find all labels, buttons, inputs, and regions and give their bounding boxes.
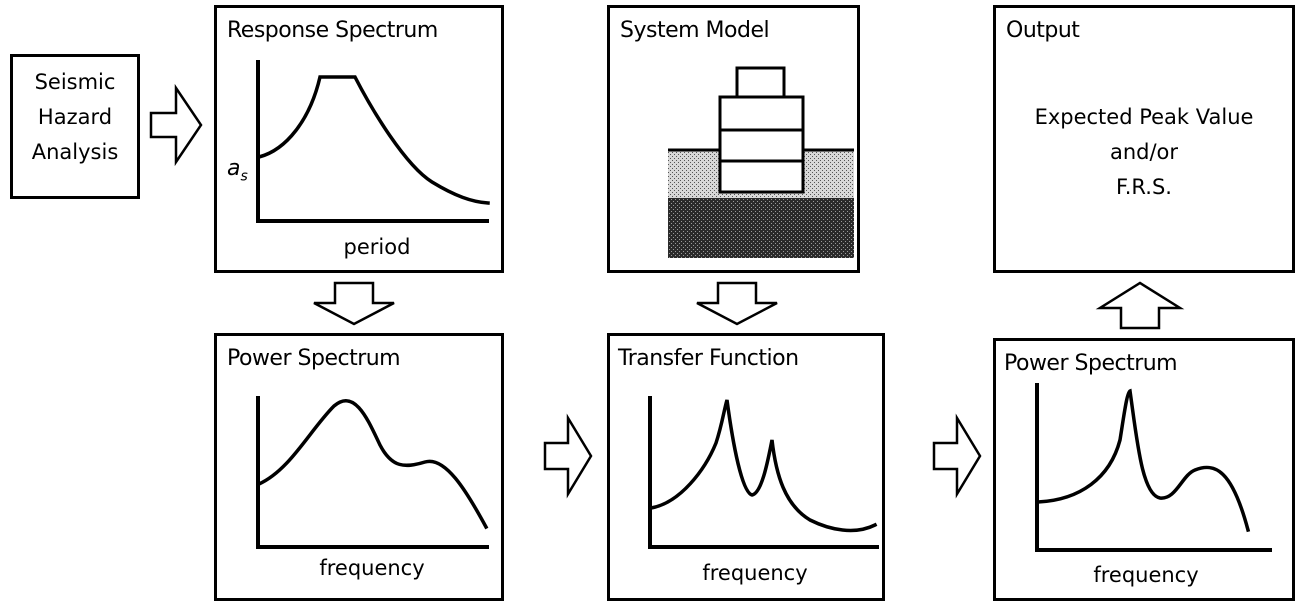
system-model-title: System Model bbox=[620, 18, 770, 43]
output-box: Output Expected Peak Value and/or F.R.S. bbox=[993, 5, 1295, 273]
response-spectrum-y-symbol: a bbox=[227, 156, 241, 181]
arrow-power-to-output bbox=[1095, 281, 1185, 330]
output-line1: Expected Peak Value bbox=[1034, 105, 1254, 129]
power-spectrum-input-box: Power Spectrum frequency bbox=[214, 333, 504, 601]
power-spectrum-output-curve bbox=[1036, 388, 1251, 533]
transfer-function-axes bbox=[648, 396, 879, 549]
seismic-hazard-line2: Hazard bbox=[37, 105, 113, 129]
seismic-hazard-line3: Analysis bbox=[31, 140, 119, 164]
system-model-drawing bbox=[668, 66, 854, 258]
arrow-hazard-to-response bbox=[149, 83, 203, 167]
transfer-function-x-label: frequency bbox=[702, 561, 808, 585]
soil-lower-layer bbox=[668, 198, 854, 258]
output-line2: and/or bbox=[1109, 140, 1179, 164]
arrow-system-to-transfer bbox=[696, 281, 778, 326]
output-title: Output bbox=[1006, 18, 1080, 43]
transfer-function-box: Transfer Function frequency bbox=[607, 333, 885, 601]
arrow-transfer-to-output bbox=[932, 413, 982, 499]
response-spectrum-curve bbox=[256, 75, 490, 205]
structure-top bbox=[735, 66, 786, 99]
power-spectrum-output-axes bbox=[1035, 383, 1272, 552]
power-spectrum-input-axes bbox=[256, 396, 489, 549]
power-spectrum-output-x-label: frequency bbox=[1093, 563, 1199, 587]
response-spectrum-title: Response Spectrum bbox=[227, 18, 438, 43]
seismic-hazard-box: Seismic Hazard Analysis bbox=[10, 54, 140, 199]
response-spectrum-y-subscript: s bbox=[240, 168, 248, 185]
arrow-response-to-power bbox=[313, 281, 395, 326]
seismic-hazard-text: Seismic Hazard Analysis bbox=[13, 65, 137, 170]
power-spectrum-input-title: Power Spectrum bbox=[227, 346, 401, 371]
transfer-function-curve bbox=[648, 399, 878, 533]
output-line3: F.R.S. bbox=[1116, 175, 1172, 199]
power-spectrum-input-curve bbox=[256, 399, 489, 530]
response-spectrum-x-label: period bbox=[343, 235, 411, 259]
arrow-power-to-transfer bbox=[543, 413, 593, 499]
response-spectrum-box: Response Spectrum as period bbox=[214, 5, 504, 273]
seismic-hazard-line1: Seismic bbox=[34, 70, 116, 94]
power-spectrum-output-title: Power Spectrum bbox=[1004, 351, 1178, 376]
response-spectrum-y-label: as bbox=[227, 156, 248, 184]
power-spectrum-input-x-label: frequency bbox=[319, 556, 425, 580]
response-spectrum-axes bbox=[256, 60, 489, 223]
output-text: Expected Peak Value and/or F.R.S. bbox=[996, 100, 1292, 205]
structure-base bbox=[718, 95, 805, 194]
transfer-function-title: Transfer Function bbox=[618, 346, 799, 371]
